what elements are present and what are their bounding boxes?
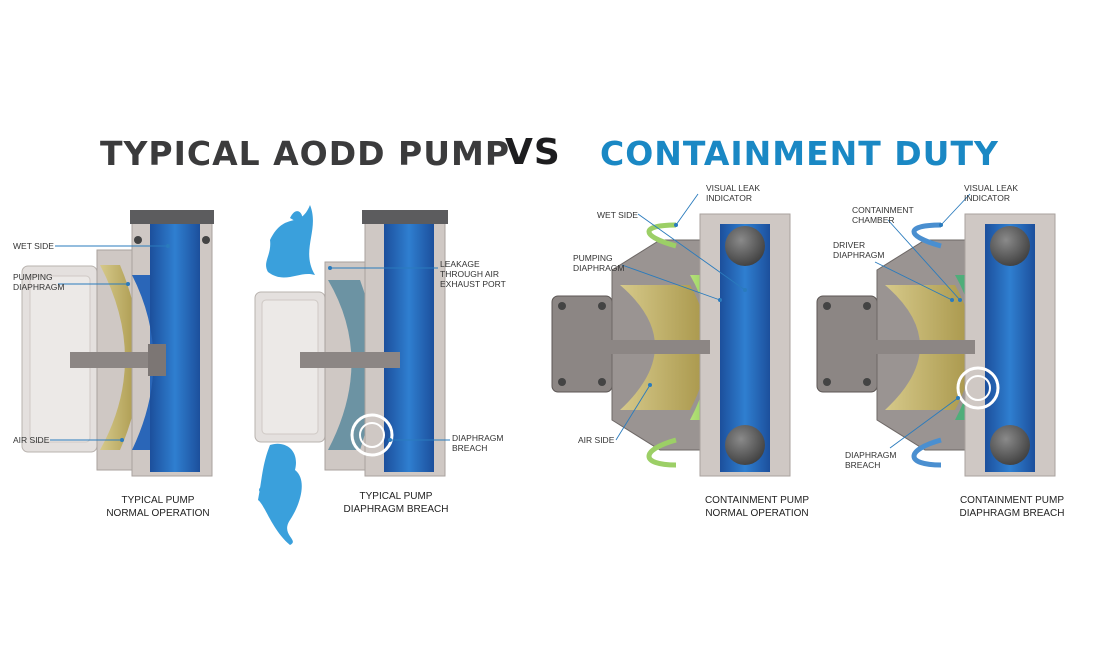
heading-containment-duty: CONTAINMENT DUTY — [600, 134, 999, 173]
caption-line: TYPICAL PUMP — [121, 495, 195, 506]
caption-line: CONTAINMENT PUMP — [959, 495, 1065, 506]
callout-line: CONTAINMENT — [852, 205, 914, 215]
callout-line: INDICATOR — [706, 193, 752, 203]
caption-typical-pump-normal-operation: TYPICAL PUMP NORMAL OPERATION — [78, 494, 238, 520]
callout-wet-side: WET SIDE — [13, 241, 54, 251]
callout-line: PUMPING — [13, 272, 53, 282]
caption-line: CONTAINMENT PUMP — [704, 495, 810, 506]
callout-pumping-diaphragm: PUMPING DIAPHRAGM — [573, 253, 624, 273]
callout-line: DIAPHRAGM — [845, 450, 897, 460]
callout-visual-leak-indicator: VISUAL LEAK INDICATOR — [706, 183, 760, 203]
callout-driver-diaphragm: DRIVER DIAPHRAGM — [833, 240, 884, 260]
callout-line: CHAMBER — [852, 215, 895, 225]
heading-typical-aodd-pump: TYPICAL AODD PUMP — [100, 134, 511, 173]
callout-line: VISUAL LEAK — [706, 183, 761, 193]
caption-containment-pump-diaphragm-breach: CONTAINMENT PUMP DIAPHRAGM BREACH — [932, 494, 1092, 520]
typical-pump-normal-illustration — [21, 210, 214, 477]
callout-leader-lines — [50, 193, 971, 449]
caption-line: DIAPHRAGM BREACH — [959, 508, 1065, 519]
callout-containment-chamber: CONTAINMENT CHAMBER — [852, 205, 914, 225]
caption-line: TYPICAL PUMP — [359, 491, 433, 502]
callout-pumping-diaphragm: PUMPING DIAPHRAGM — [13, 272, 64, 292]
callout-line: DIAPHRAGM — [833, 250, 885, 260]
callout-line: DIAPHRAGM — [573, 263, 625, 273]
callout-leakage-through-air-exhaust-port: LEAKAGE THROUGH AIR EXHAUST PORT — [440, 259, 506, 289]
callout-diaphragm-breach: DIAPHRAGM BREACH — [845, 450, 896, 470]
containment-pump-normal-illustration — [551, 213, 791, 477]
callout-line: LEAKAGE — [440, 259, 480, 269]
callout-air-side: AIR SIDE — [578, 435, 615, 445]
callout-line: BREACH — [845, 460, 881, 470]
callout-diaphragm-breach: DIAPHRAGM BREACH — [452, 433, 503, 453]
callout-line: DIAPHRAGM — [452, 433, 504, 443]
callout-wet-side: WET SIDE — [597, 210, 638, 220]
callout-line: THROUGH AIR — [440, 269, 500, 279]
callout-line: EXHAUST PORT — [440, 279, 506, 289]
containment-pump-breach-illustration — [816, 213, 1056, 477]
caption-line: NORMAL OPERATION — [106, 508, 210, 519]
callout-line: PUMPING — [573, 253, 613, 263]
callout-line: DRIVER — [833, 240, 866, 250]
heading-vs: VS — [505, 132, 561, 173]
caption-line: DIAPHRAGM BREACH — [343, 504, 449, 515]
callout-line: BREACH — [452, 443, 488, 453]
caption-line: NORMAL OPERATION — [705, 508, 809, 519]
caption-containment-pump-normal-operation: CONTAINMENT PUMP NORMAL OPERATION — [677, 494, 837, 520]
callout-air-side: AIR SIDE — [13, 435, 50, 445]
caption-typical-pump-diaphragm-breach: TYPICAL PUMP DIAPHRAGM BREACH — [316, 490, 476, 516]
callout-line: VISUAL LEAK — [964, 183, 1019, 193]
callout-line: DIAPHRAGM — [13, 282, 65, 292]
callout-visual-leak-indicator: VISUAL LEAK INDICATOR — [964, 183, 1018, 203]
typical-pump-breach-illustration — [254, 205, 448, 545]
callout-line: INDICATOR — [964, 193, 1010, 203]
